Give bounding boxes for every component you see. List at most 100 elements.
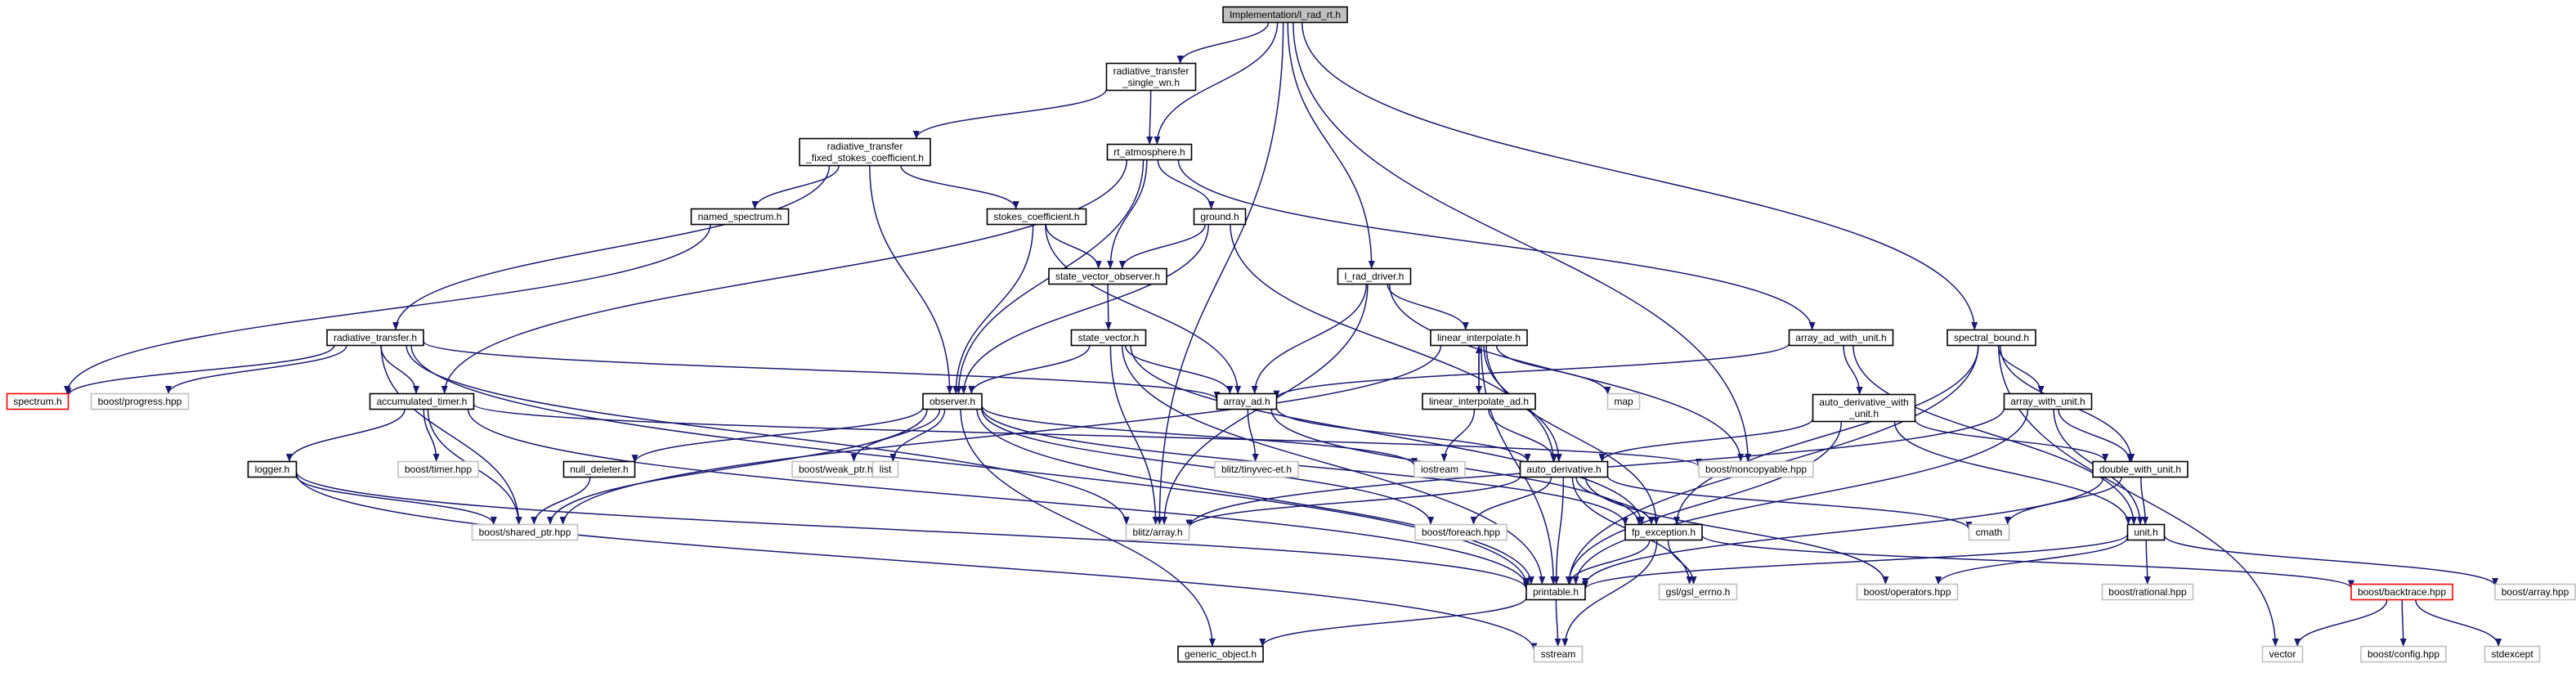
node-stokes-coefficient-h[interactable]: stokes_coefficient.h xyxy=(986,208,1087,226)
node-box xyxy=(1106,143,1193,161)
node-label: _single_wn.h xyxy=(1122,77,1180,88)
edge-linint-to-fpex xyxy=(1485,345,1660,525)
node-generic-object-h[interactable]: generic_object.h xyxy=(1177,645,1264,663)
node-l-rad-driver-h[interactable]: l_rad_driver.h xyxy=(1337,267,1412,285)
node-label: Implementation/l_rad_rt.h xyxy=(1230,9,1341,20)
node-rt-atmosphere-h[interactable]: rt_atmosphere.h xyxy=(1106,143,1193,161)
node-unit-h[interactable]: unit.h xyxy=(2126,523,2166,541)
node-label: observer.h xyxy=(930,396,975,407)
node-iostream: iostream xyxy=(1413,460,1466,478)
node-null-deleter-h[interactable]: null_deleter.h xyxy=(562,460,636,478)
node-box xyxy=(1698,460,1814,478)
node-state-vector-observer-h[interactable]: state_vector_observer.h xyxy=(1048,267,1167,285)
node-fp-exception-h[interactable]: fp_exception.h xyxy=(1624,523,1703,541)
node-boost-backtrace-hpp[interactable]: boost/backtrace.hpp xyxy=(2350,583,2453,601)
node-label: blitz/array.h xyxy=(1132,527,1182,538)
node-label: linear_interpolate_ad.h xyxy=(1429,396,1529,407)
node-map: map xyxy=(1606,392,1641,410)
node-named-spectrum-h[interactable]: named_spectrum.h xyxy=(690,208,790,226)
node-radiative-transfer-fixed-stokes-coefficient-h[interactable]: radiative_transfer_fixed_stokes_coeffici… xyxy=(799,137,931,167)
edge-arrad-to-autod xyxy=(1275,407,1531,462)
node-box xyxy=(247,460,298,478)
edge-acct-to-btimer xyxy=(423,409,440,462)
node-box xyxy=(2092,460,2188,478)
edge-adwu-to-autod xyxy=(1598,418,1814,462)
node-label: null_deleter.h xyxy=(570,464,628,475)
node-label: fp_exception.h xyxy=(1632,527,1696,538)
node-label: unit.h xyxy=(2134,527,2157,538)
node-label: boost/timer.hpp xyxy=(405,464,472,475)
node-label: boost/shared_ptr.hpp xyxy=(479,527,571,538)
edge-obs-to-list xyxy=(889,409,946,462)
node-box xyxy=(1413,460,1466,478)
node-label: stokes_coefficient.h xyxy=(993,211,1079,222)
node-ground-h[interactable]: ground.h xyxy=(1193,208,1247,226)
edge-rtfsc-to-named xyxy=(751,165,840,209)
node-blitz-tinyvec-et-h: blitz/tinyvec-et.h xyxy=(1214,460,1299,478)
node-array-ad-h[interactable]: array_ad.h xyxy=(1216,392,1278,410)
node-linear-interpolate-ad-h[interactable]: linear_interpolate_ad.h xyxy=(1422,392,1536,410)
edge-rtsw-to-rtfsc xyxy=(912,88,1108,139)
node-boost-operators-hpp: boost/operators.hpp xyxy=(1856,583,1959,601)
edge-autod-to-bforeach xyxy=(1470,477,1552,525)
edge-rtfsc-to-obs xyxy=(869,165,953,394)
node-spectral-bound-h[interactable]: spectral_bound.h xyxy=(1947,329,2036,347)
edge-root-to-rtatm xyxy=(1154,22,1279,145)
node-accumulated-timer-h[interactable]: accumulated_timer.h xyxy=(369,392,475,410)
edge-sv-to-fpex xyxy=(1130,345,1645,525)
node-label: boost/progress.hpp xyxy=(98,396,182,407)
node-label: logger.h xyxy=(255,464,290,475)
node-boost-array-hpp: boost/array.hpp xyxy=(2494,583,2576,601)
node-double-with-unit-h[interactable]: double_with_unit.h xyxy=(2092,460,2188,478)
node-label: boost/backtrace.hpp xyxy=(2358,586,2446,598)
edge-unit-to-brational xyxy=(2144,540,2151,585)
edge-specb-to-awu xyxy=(1997,345,2045,394)
node-auto-derivative-h[interactable]: auto_derivative.h xyxy=(1519,460,1609,478)
node-box xyxy=(2261,645,2304,663)
node-label: accumulated_timer.h xyxy=(377,396,468,407)
edge-nulldel-to-bshared xyxy=(531,477,591,525)
node-boost-weak-ptr-hpp: boost/weak_ptr.hpp xyxy=(791,460,891,478)
node-box xyxy=(471,523,579,541)
node-box xyxy=(1624,523,1703,541)
edge-obs-to-nulldel xyxy=(631,406,924,464)
node-label: printable.h xyxy=(1533,586,1579,598)
node-box xyxy=(1337,267,1412,285)
node-label: sstream xyxy=(1541,648,1576,660)
node-vector: vector xyxy=(2261,645,2304,663)
edge-stokes-to-arrad xyxy=(1045,224,1242,394)
dependency-nodes: Implementation/l_rad_rt.h radiative_trans… xyxy=(6,6,2576,663)
node-linear-interpolate-h[interactable]: linear_interpolate.h xyxy=(1430,329,1528,347)
node-label: array_ad.h xyxy=(1223,396,1270,407)
edge-awu-to-printable xyxy=(1572,409,2029,585)
edge-linintad-to-iostream xyxy=(1440,409,1476,462)
node-auto-derivative-with-unit-h[interactable]: auto_derivative_with_unit.h xyxy=(1812,393,1916,423)
node-box xyxy=(2494,583,2576,601)
edge-root-to-bnoncopy xyxy=(1292,22,1752,462)
node-blitz-array-h: blitz/array.h xyxy=(1125,523,1190,541)
node-logger-h[interactable]: logger.h xyxy=(247,460,298,478)
node-radiative-transfer-single-wn-h[interactable]: radiative_transfer_single_wn.h xyxy=(1105,62,1197,92)
node-array-ad-with-unit-h[interactable]: array_ad_with_unit.h xyxy=(1788,329,1894,347)
node-spectrum-h[interactable]: spectrum.h xyxy=(6,392,69,410)
node-label: iostream xyxy=(1421,464,1458,475)
node-observer-h[interactable]: observer.h xyxy=(922,392,983,410)
edge-awu-to-dwu xyxy=(2058,409,2134,462)
node-box xyxy=(922,392,983,410)
node-label: spectral_bound.h xyxy=(1954,332,2029,343)
node-state-vector-h[interactable]: state_vector.h xyxy=(1070,329,1147,347)
node-label: cmath xyxy=(1976,527,2003,538)
edge-bbt-to-bconfig xyxy=(2399,599,2407,647)
node-radiative-transfer-h[interactable]: radiative_transfer.h xyxy=(326,329,424,347)
node-array-with-unit-h[interactable]: array_with_unit.h xyxy=(2003,392,2093,410)
node-box xyxy=(1193,208,1247,226)
node-box xyxy=(1519,460,1609,478)
node-box xyxy=(799,137,931,167)
edge-bbt-to-vector xyxy=(2294,599,2388,647)
node-printable-h[interactable]: printable.h xyxy=(1525,583,1586,601)
node-implementation-l-rad-rt-h[interactable]: Implementation/l_rad_rt.h xyxy=(1222,6,1348,24)
node-box xyxy=(871,460,899,478)
node-box xyxy=(1430,329,1528,347)
node-label: blitz/tinyvec-et.h xyxy=(1221,464,1292,475)
edge-ground-to-obs xyxy=(960,224,1209,394)
